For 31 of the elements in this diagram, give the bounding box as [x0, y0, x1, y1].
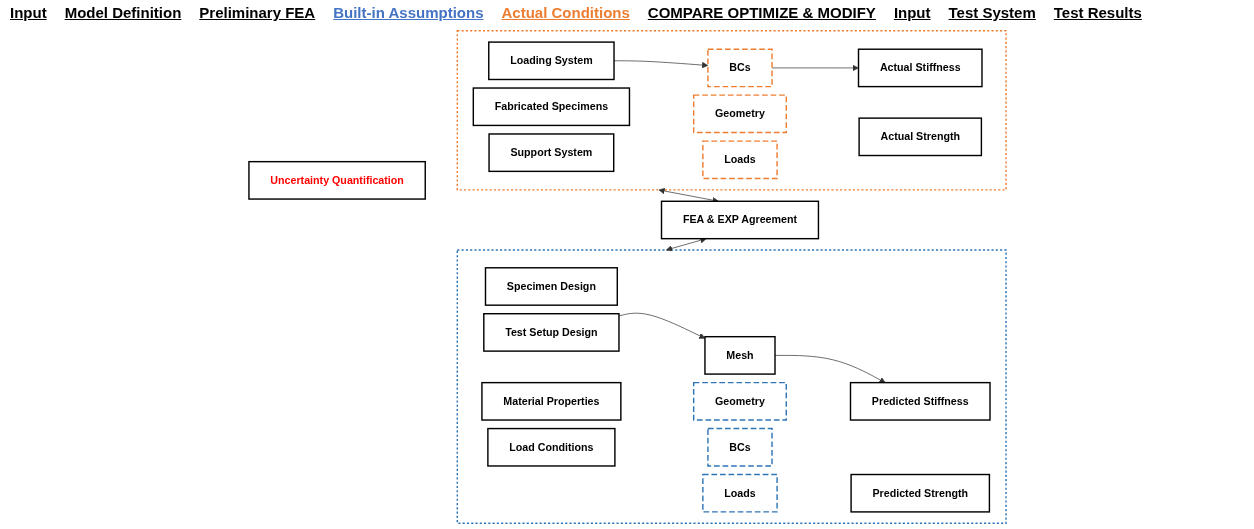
node-box: Loading System [487, 41, 615, 81]
column-heading: Model Definition [64, 4, 182, 21]
node-box: Material Properties [480, 381, 622, 421]
column-heading: Actual Conditions [501, 4, 630, 21]
node-box: Uncertainty Quantification [247, 160, 426, 200]
node-box: BCs [706, 427, 773, 467]
column-heading: Test System [948, 4, 1036, 21]
note-text: COMPARE OPTIMIZE & MODIFY [647, 4, 876, 21]
node-box: BCs [706, 48, 773, 88]
node-box: Load Conditions [486, 427, 616, 467]
node-box: Support System [487, 133, 614, 173]
column-heading: Preliminary FEA [199, 4, 316, 21]
node-box: Specimen Design [484, 267, 618, 306]
column-heading: Test Results [1053, 4, 1142, 21]
node-box: Loads [701, 473, 778, 513]
node-box: FEA & EXP Agreement [660, 200, 819, 240]
node-box: Loads [701, 140, 778, 180]
column-heading: Input [893, 4, 931, 21]
column-heading: Input [10, 4, 47, 21]
node-box: Predicted Strength [849, 473, 990, 513]
cluster [456, 30, 1007, 191]
node-box: Actual Stiffness [857, 48, 983, 88]
node-box: Geometry [692, 381, 787, 421]
node-box: Actual Strength [857, 117, 982, 157]
node-box: Test Setup Design [482, 313, 620, 352]
node-box: Geometry [692, 94, 787, 134]
cluster [456, 249, 1007, 524]
node-box: Fabricated Specimens [472, 87, 630, 127]
column-heading: Built-in Assumptions [333, 4, 484, 21]
node-box: Mesh [703, 336, 776, 375]
node-box: Predicted Stiffness [849, 381, 991, 421]
